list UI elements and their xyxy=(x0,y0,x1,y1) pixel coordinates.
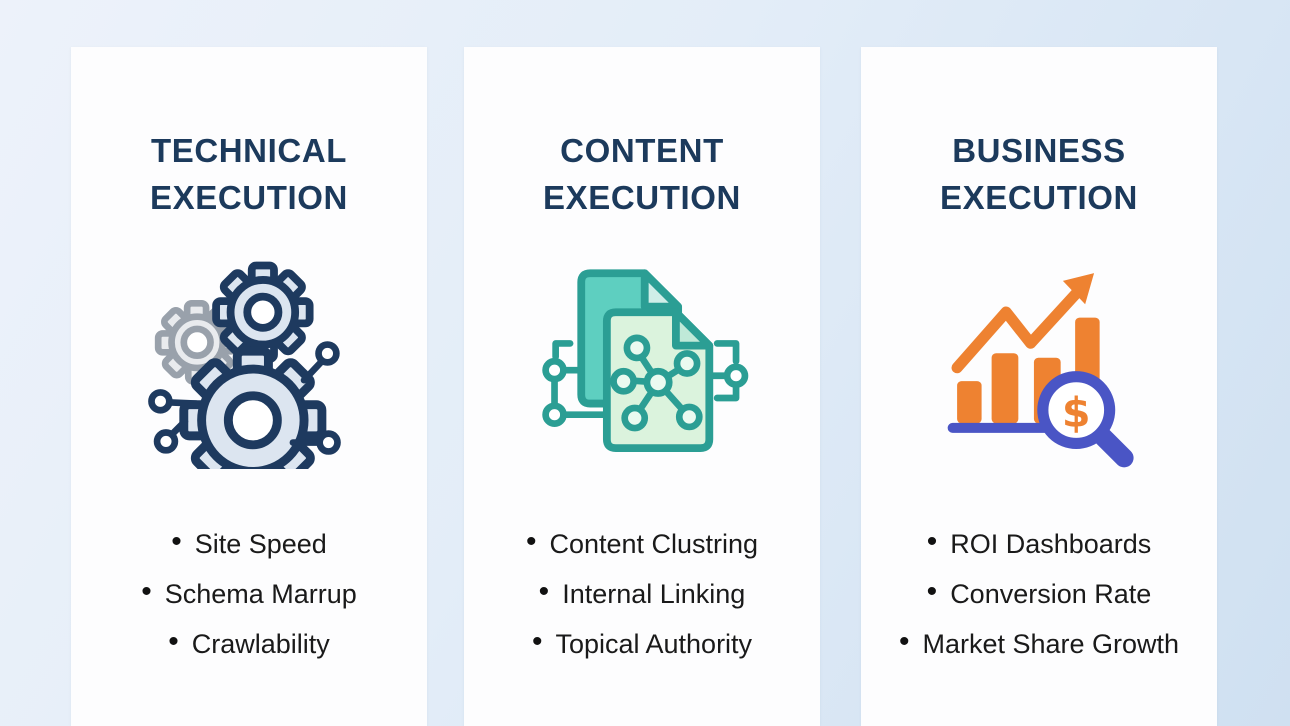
list-item-text: Crawlability xyxy=(191,629,330,659)
card-content-execution: CONTENT EXECUTION xyxy=(464,47,820,726)
bullet-list-business: • ROI Dashboards • Conversion Rate • Mar… xyxy=(899,527,1179,661)
bullet-list-technical: • Site Speed • Schema Marrup • Crawlabil… xyxy=(141,527,357,661)
bullet-dot: • xyxy=(168,625,179,658)
large-navy-gear xyxy=(178,347,326,469)
list-item-text: Topical Authority xyxy=(555,629,753,659)
title-line-2: EXECUTION xyxy=(543,179,741,216)
bullet-dot: • xyxy=(171,525,182,558)
growth-arrow xyxy=(951,273,1094,374)
title-line-1: CONTENT xyxy=(560,132,724,169)
bullet-dot: • xyxy=(141,575,152,608)
bullet-dot: • xyxy=(926,575,938,608)
card-title-content: CONTENT EXECUTION xyxy=(543,127,741,221)
gears-circuit-icon xyxy=(124,249,374,471)
list-item: • Conversion Rate xyxy=(927,577,1152,611)
bullet-dot: • xyxy=(525,525,537,558)
bullet-dot: • xyxy=(531,625,543,658)
left-circuit xyxy=(541,340,624,428)
growth-chart-magnifier-icon: $ xyxy=(914,249,1164,471)
list-item-text: Internal Linking xyxy=(562,579,746,609)
card-technical-execution: TECHNICAL EXECUTION xyxy=(71,47,427,726)
list-item: • Content Clustring xyxy=(526,527,758,561)
bullet-dot: • xyxy=(926,525,938,558)
card-title-technical: TECHNICAL EXECUTION xyxy=(150,127,348,221)
documents-network-icon xyxy=(517,249,767,471)
bullet-list-content: • Content Clustring • Internal Linking •… xyxy=(526,527,758,661)
dollar-magnifier: $ xyxy=(1036,371,1134,468)
card-title-business: BUSINESS EXECUTION xyxy=(940,127,1138,221)
circuit-lines xyxy=(147,341,341,456)
right-circuit xyxy=(706,340,748,402)
list-item-text: Market Share Growth xyxy=(922,629,1180,659)
bullet-dot: • xyxy=(538,575,550,608)
list-item: • Crawlability xyxy=(168,627,330,661)
list-item-text: Conversion Rate xyxy=(950,579,1152,609)
title-line-1: TECHNICAL xyxy=(150,132,348,169)
list-item: • Market Share Growth xyxy=(899,627,1179,661)
list-item-text: Schema Marrup xyxy=(164,579,357,609)
list-item: • Internal Linking xyxy=(539,577,746,611)
list-item-text: Content Clustring xyxy=(549,529,759,559)
list-item-text: ROI Dashboards xyxy=(950,529,1152,559)
title-line-2: EXECUTION xyxy=(940,179,1138,216)
list-item-text: Site Speed xyxy=(194,529,327,559)
card-business-execution: BUSINESS EXECUTION xyxy=(861,47,1217,726)
network-cluster xyxy=(609,334,703,432)
medium-navy-gear xyxy=(211,262,314,364)
bullet-dot: • xyxy=(898,625,910,658)
title-line-1: BUSINESS xyxy=(952,132,1126,169)
dollar-sign: $ xyxy=(1061,388,1090,436)
list-item: • Topical Authority xyxy=(532,627,752,661)
list-item: • ROI Dashboards xyxy=(927,527,1152,561)
list-item: • Site Speed xyxy=(171,527,327,561)
title-line-2: EXECUTION xyxy=(150,179,348,216)
list-item: • Schema Marrup xyxy=(141,577,357,611)
